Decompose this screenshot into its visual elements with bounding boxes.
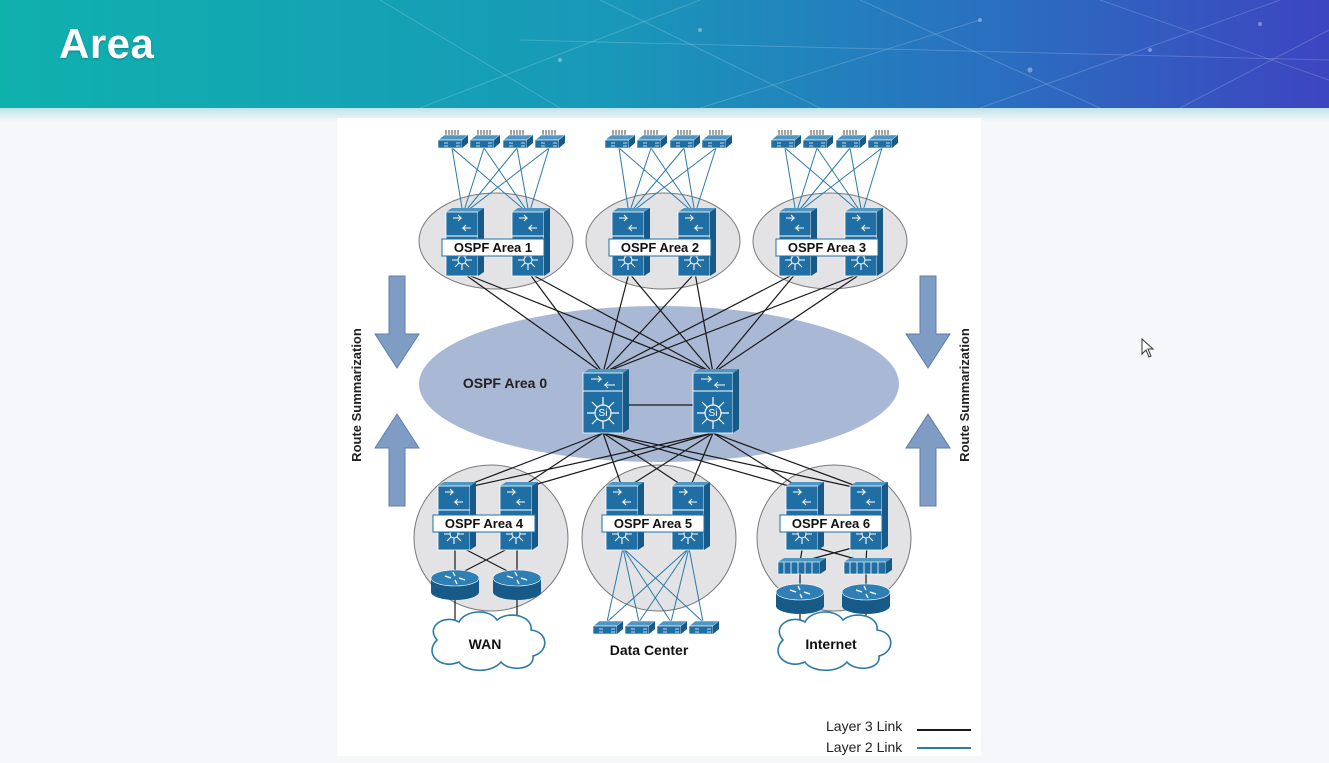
area2-label: OSPF Area 2: [621, 240, 699, 255]
area0-ellipse: [419, 306, 899, 462]
area5-label: OSPF Area 5: [614, 516, 692, 531]
slide-title: Area: [59, 20, 155, 67]
mouse-pointer-icon: [1141, 338, 1155, 358]
layer2-links-top: [451, 147, 883, 215]
title-banner: Area: [0, 0, 1329, 108]
left-arrow-down: [374, 275, 420, 369]
access-switches-area1: [437, 129, 566, 149]
legend-layer3-label: Layer 3 Link: [826, 718, 903, 734]
datacenter-access-switches: [592, 620, 720, 635]
area0-label: OSPF Area 0: [463, 375, 548, 391]
area6-label: OSPF Area 6: [792, 516, 870, 531]
right-arrow-up: [905, 413, 951, 507]
right-arrow-down: [905, 275, 951, 369]
layer2-links-datacenter: [606, 547, 704, 623]
internet-cloud: [777, 611, 892, 672]
banner-network-pattern: [379, 0, 1329, 108]
wan-cloud: [431, 611, 546, 672]
internet-label: Internet: [805, 636, 857, 652]
core-switch-2-si: Si: [709, 408, 718, 419]
access-switches-area3: [770, 129, 899, 149]
left-arrow-up: [374, 413, 420, 507]
legend-layer2-label: Layer 2 Link: [826, 739, 903, 755]
area1-label: OSPF Area 1: [454, 240, 532, 255]
area5-ellipse: [581, 464, 737, 612]
wan-label: WAN: [469, 636, 502, 652]
area3-label: OSPF Area 3: [788, 240, 866, 255]
right-route-summarization-label: Route Summarization: [957, 328, 972, 462]
access-switches-area2: [604, 129, 733, 149]
core-switch-1-si: Si: [599, 408, 608, 419]
area4-label: OSPF Area 4: [445, 516, 524, 531]
left-route-summarization-label: Route Summarization: [349, 328, 364, 462]
datacenter-label: Data Center: [610, 642, 689, 658]
banner-shadow: [0, 108, 1329, 122]
ospf-area-diagram: OSPF Area 1 OSPF Area 2 OSPF Area 3 Si S…: [337, 118, 981, 756]
legend: Layer 3 Link Layer 2 Link: [826, 718, 971, 755]
